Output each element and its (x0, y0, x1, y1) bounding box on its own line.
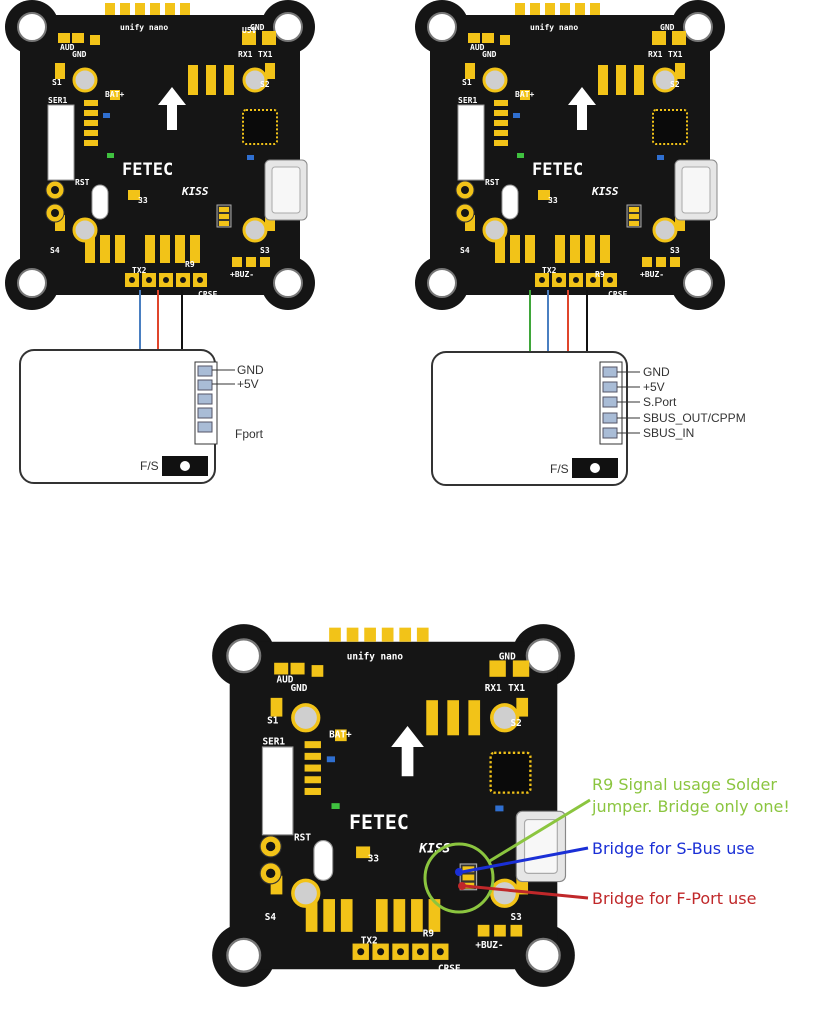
svg-text:unify nano: unify nano (530, 22, 578, 32)
svg-text:AUD: AUD (277, 675, 294, 686)
fetec-logo: FETEC (122, 160, 173, 180)
svg-text:CRSF: CRSF (608, 290, 627, 299)
svg-text:FETEC: FETEC (532, 160, 583, 180)
svg-text:R9: R9 (185, 260, 195, 269)
svg-text:TX1: TX1 (508, 683, 525, 694)
svg-text:S2: S2 (670, 80, 680, 89)
svg-text:RX1: RX1 (648, 50, 663, 59)
svg-text:S3: S3 (670, 246, 680, 255)
receiver-fport: GND +5V Fport F/S (19, 349, 264, 484)
svg-text:S1: S1 (462, 78, 472, 87)
svg-text:S2: S2 (260, 80, 270, 89)
svg-text:KISS: KISS (181, 185, 209, 198)
svg-text:GND: GND (250, 23, 265, 32)
jumper-callouts: R9 Signal usage Solder jumper. Bridge on… (423, 775, 790, 914)
pin-label-sbus-in: SBUS_IN (643, 426, 694, 440)
switch-label: F/S (140, 459, 159, 473)
svg-text:S4: S4 (460, 246, 470, 255)
svg-text:RST: RST (485, 178, 500, 187)
svg-text:S3: S3 (511, 912, 523, 923)
fc-board-sbus: unify nano AUD GND GND RX1 TX1 S1 S2 BAT… (413, 0, 727, 312)
pin-label-5v: +5V (643, 380, 665, 394)
svg-text:AUD: AUD (60, 43, 75, 52)
fc-board-jumper: unify nano AUD GND GND RX1 TX1 S1 S2 BAT… (210, 622, 577, 989)
svg-text:GND: GND (482, 50, 497, 59)
svg-text:TX2: TX2 (132, 266, 147, 275)
svg-text:GND: GND (291, 683, 308, 694)
svg-text:TX1: TX1 (668, 50, 683, 59)
svg-text:FETEC: FETEC (349, 811, 409, 834)
jumper-highlight-circle (423, 842, 495, 914)
svg-text:BAT+: BAT+ (329, 730, 352, 741)
note-fport: Bridge for F-Port use (592, 889, 756, 908)
svg-text:+BUZ-: +BUZ- (475, 940, 503, 951)
note-sbus: Bridge for S-Bus use (592, 839, 755, 858)
note-r9-line2: jumper. Bridge only one! (591, 797, 790, 816)
pin-label-gnd: GND (237, 363, 264, 377)
svg-text:unify nano: unify nano (347, 651, 404, 662)
svg-text:TX2: TX2 (542, 266, 557, 275)
svg-text:SER1: SER1 (262, 737, 285, 748)
svg-text:S4: S4 (50, 246, 60, 255)
svg-text:SER1: SER1 (48, 96, 67, 105)
pin-label-sbus-out: SBUS_OUT/CPPM (643, 411, 746, 425)
svg-text:S1: S1 (267, 716, 279, 727)
svg-text:GND: GND (660, 23, 675, 32)
svg-text:R9: R9 (423, 929, 435, 940)
fc-board-fport: unify nano AUD GND GND RX1 TX1 S1 S2 BAT… (3, 0, 317, 312)
svg-text:CRSF: CRSF (438, 964, 461, 975)
svg-text:RX1: RX1 (238, 50, 253, 59)
svg-text:SER1: SER1 (458, 96, 477, 105)
svg-text:S4: S4 (265, 912, 277, 923)
svg-text:S2: S2 (511, 718, 522, 729)
svg-text:AUD: AUD (470, 43, 485, 52)
svg-text:TX2: TX2 (361, 936, 378, 947)
svg-text:S1: S1 (52, 78, 62, 87)
svg-text:KISS: KISS (591, 185, 619, 198)
svg-text:+BUZ-: +BUZ- (230, 270, 254, 279)
svg-text:BAT+: BAT+ (105, 90, 124, 99)
receiver-sbus: GND +5V S.Port SBUS_OUT/CPPM SBUS_IN F/S (431, 351, 746, 486)
svg-text:+BUZ-: +BUZ- (640, 270, 664, 279)
switch-label: F/S (550, 462, 569, 476)
svg-text:33: 33 (138, 196, 148, 205)
svg-text:33: 33 (548, 196, 558, 205)
pin-label-5v: +5V (237, 377, 259, 391)
svg-text:unify nano: unify nano (120, 22, 168, 32)
svg-text:S3: S3 (260, 246, 270, 255)
svg-text:U5V: U5V (242, 26, 257, 35)
svg-text:RST: RST (294, 833, 311, 844)
svg-text:CRSF: CRSF (198, 290, 217, 299)
svg-text:33: 33 (368, 854, 380, 865)
pin-label-sport: S.Port (643, 395, 677, 409)
svg-text:R9: R9 (595, 270, 605, 279)
svg-text:RX1: RX1 (485, 683, 502, 694)
svg-text:GND: GND (72, 50, 87, 59)
svg-text:TX1: TX1 (258, 50, 273, 59)
pin-label-gnd: GND (643, 365, 670, 379)
note-r9-line1: R9 Signal usage Solder (592, 775, 777, 794)
svg-text:BAT+: BAT+ (515, 90, 534, 99)
svg-text:RST: RST (75, 178, 90, 187)
svg-text:GND: GND (499, 651, 516, 662)
svg-text:KISS: KISS (418, 841, 450, 856)
pin-label-fport: Fport (235, 427, 264, 441)
